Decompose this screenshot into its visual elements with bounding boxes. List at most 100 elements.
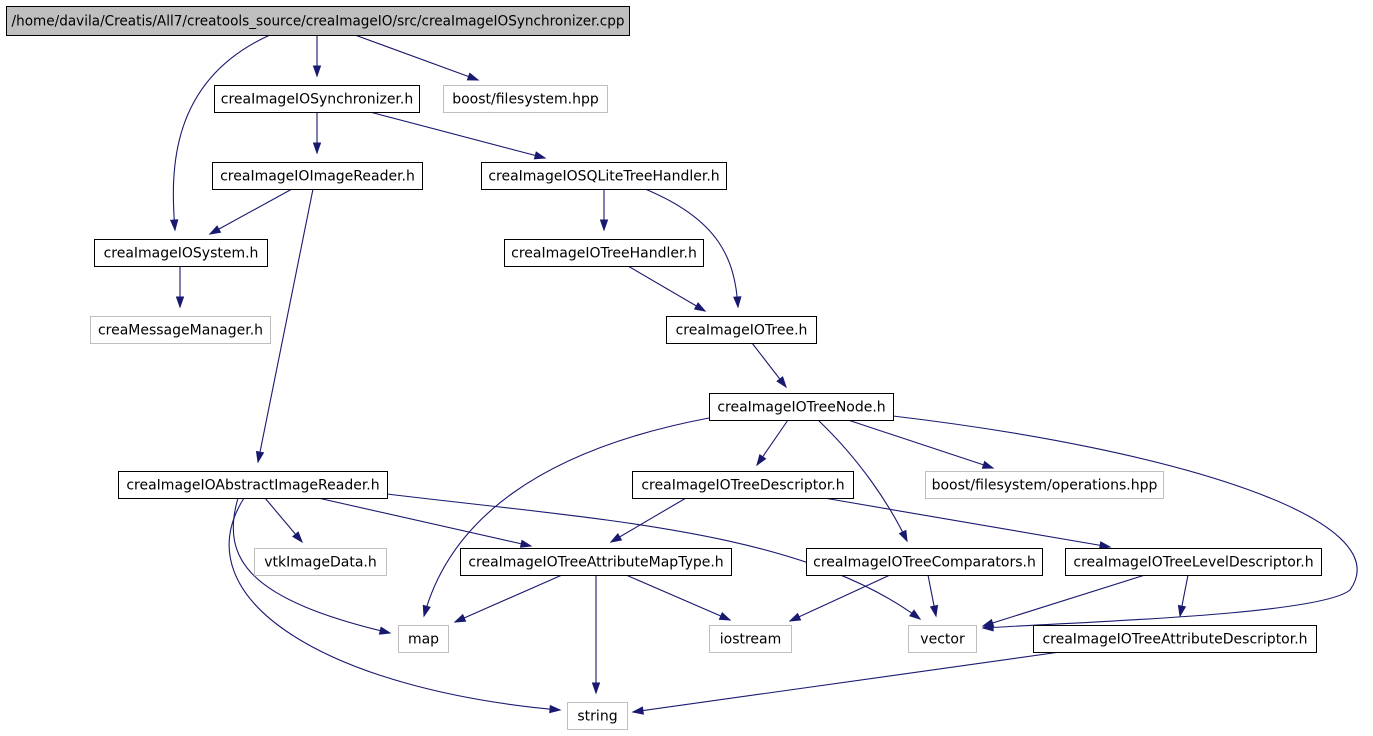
edge-treenode-to-treedesc	[756, 419, 789, 467]
edge-line	[982, 574, 1146, 627]
edge-line	[454, 574, 563, 623]
edge-treedesc-to-attrmap	[609, 497, 687, 543]
edge-line	[172, 34, 271, 231]
node-boost_ops: boost/filesystem/operations.hpp	[925, 471, 1164, 499]
edge-arrowhead	[175, 296, 185, 309]
node-comparators[interactable]: creaImageIOTreeComparators.h	[806, 548, 1043, 576]
node-box	[908, 625, 977, 653]
node-label: creaImageIOTreeAttributeMapType.h	[468, 555, 723, 571]
edge-arrowhead	[776, 376, 787, 389]
edge-arrowhead	[208, 225, 222, 235]
edge-line	[257, 188, 314, 463]
edge-line	[610, 497, 687, 543]
node-attrmap[interactable]: creaImageIOTreeAttributeMapType.h	[460, 548, 732, 576]
edge-arrowhead	[466, 72, 480, 81]
edge-sqlite-to-treehandler	[599, 189, 609, 232]
node-box	[214, 85, 420, 113]
node-box	[254, 548, 387, 576]
edge-attrmap-to-map	[453, 574, 563, 623]
node-label: creaImageIOTreeHandler.h	[511, 246, 697, 262]
node-box	[460, 548, 732, 576]
node-system[interactable]: creaImageIOSystem.h	[94, 239, 268, 267]
edge-arrowhead	[693, 302, 707, 312]
node-root[interactable]: /home/davila/Creatis/All7/creatools_sour…	[6, 6, 630, 36]
node-box	[398, 625, 449, 653]
edge-arrowhead	[756, 453, 767, 467]
edge-arrowhead	[1098, 541, 1112, 550]
node-sqlite[interactable]: creaImageIOSQLiteTreeHandler.h	[481, 162, 727, 190]
node-attrdesc[interactable]: creaImageIOTreeAttributeDescriptor.h	[1033, 625, 1317, 653]
edge-arrowhead	[981, 460, 995, 469]
edge-line	[627, 265, 706, 312]
node-imgreader[interactable]: creaImageIOImageReader.h	[212, 162, 423, 190]
edge-treenode-to-comparators	[817, 419, 908, 543]
node-label: creaImageIOSystem.h	[104, 246, 259, 262]
node-label: creaImageIOImageReader.h	[220, 169, 415, 185]
edge-line	[789, 574, 891, 622]
edges-layer	[169, 34, 1358, 715]
edge-arrowhead	[898, 529, 908, 543]
edge-root-to-sync_h	[312, 35, 322, 78]
node-label: creaImageIOAbstractImageReader.h	[126, 478, 379, 494]
edge-arrowhead	[591, 682, 601, 695]
node-label: map	[408, 632, 439, 648]
edge-attrmap-to-string	[591, 575, 601, 695]
edge-absreader-to-string	[228, 497, 562, 714]
node-treedesc[interactable]: creaImageIOTreeDescriptor.h	[632, 471, 854, 499]
node-box	[666, 316, 817, 344]
node-box	[118, 471, 388, 499]
edge-line	[632, 651, 1061, 713]
node-box	[94, 239, 268, 267]
edge-arrowhead	[788, 612, 802, 622]
edge-line	[892, 415, 1358, 629]
edge-line	[625, 574, 731, 621]
node-label: creaImageIOTreeLevelDescriptor.h	[1073, 555, 1313, 571]
node-label: iostream	[720, 632, 782, 648]
edge-sync_h-to-sqlite	[369, 111, 547, 160]
node-box	[806, 548, 1043, 576]
node-absreader[interactable]: creaImageIOAbstractImageReader.h	[118, 471, 388, 499]
edge-imgreader-to-absreader	[255, 188, 314, 464]
node-label: vector	[920, 632, 965, 648]
node-treenode[interactable]: creaImageIOTreeNode.h	[709, 393, 894, 421]
edge-system-to-msgmgr	[175, 266, 185, 309]
node-treehandler[interactable]: creaImageIOTreeHandler.h	[504, 239, 704, 267]
node-label: creaImageIOTreeNode.h	[717, 400, 885, 416]
edge-arrowhead	[1177, 604, 1187, 618]
node-box	[709, 625, 792, 653]
node-tree[interactable]: creaImageIOTree.h	[666, 316, 817, 344]
node-leveldesc[interactable]: creaImageIOTreeLevelDescriptor.h	[1065, 548, 1322, 576]
node-box	[1033, 625, 1317, 653]
edge-arrowhead	[549, 704, 562, 714]
edge-line	[228, 497, 561, 711]
node-label: creaImageIOTreeAttributeDescriptor.h	[1042, 632, 1307, 648]
edge-arrowhead	[929, 604, 939, 618]
edge-arrowhead	[169, 219, 179, 232]
edge-arrowhead	[312, 65, 322, 78]
edge-imgreader-to-system	[208, 188, 293, 235]
edge-absreader-to-vtkimg	[264, 497, 303, 544]
node-label: string	[577, 709, 617, 725]
edge-arrowhead	[533, 151, 547, 160]
edge-attrdesc-to-string	[631, 651, 1061, 715]
edge-treenode-to-boost_ops	[847, 419, 995, 469]
edge-root-to-system	[169, 34, 271, 232]
node-box	[212, 162, 423, 190]
node-box	[632, 471, 854, 499]
node-sync_h[interactable]: creaImageIOSynchronizer.h	[214, 85, 420, 113]
node-box	[481, 162, 727, 190]
edge-treenode-to-vector	[892, 415, 1358, 632]
edge-arrowhead	[422, 604, 431, 618]
edge-attrmap-to-iostream	[625, 574, 732, 621]
edge-treehandler-to-tree	[627, 265, 707, 312]
edge-arrowhead	[733, 296, 742, 309]
node-label: boost/filesystem.hpp	[452, 92, 599, 108]
edge-sqlite-to-tree	[644, 188, 742, 309]
node-boost_fs: boost/filesystem.hpp	[443, 85, 608, 113]
edge-line	[847, 419, 994, 469]
node-label: creaImageIOTree.h	[676, 323, 808, 339]
edge-arrowhead	[631, 706, 644, 715]
node-box	[443, 85, 608, 113]
edge-comparators-to-iostream	[788, 574, 891, 622]
node-label: creaImageIOSQLiteTreeHandler.h	[488, 169, 719, 185]
